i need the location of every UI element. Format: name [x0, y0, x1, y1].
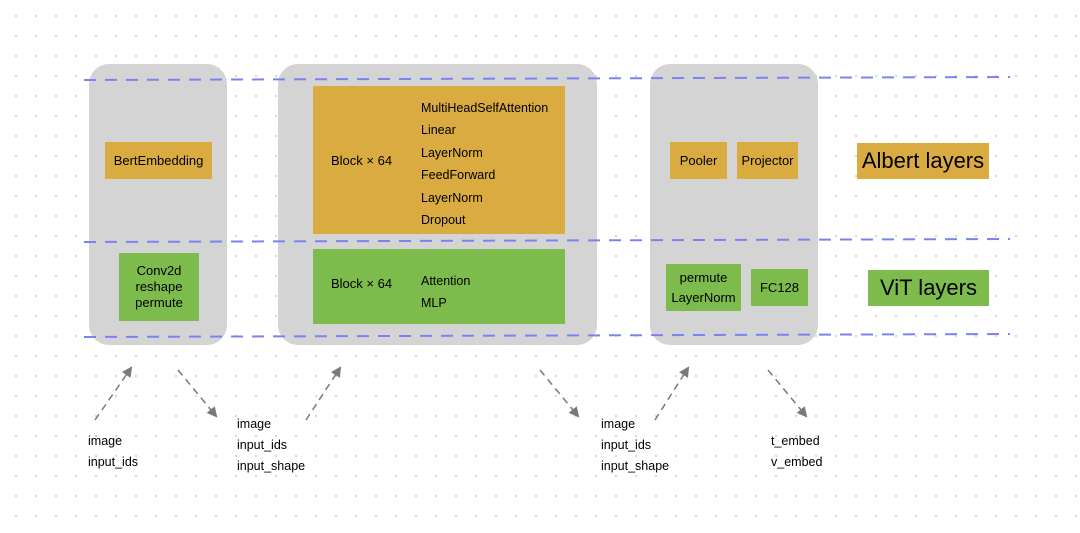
output-arrow-3 — [767, 369, 808, 418]
io-label: image — [88, 434, 123, 448]
fc128-box: FC128 — [751, 269, 808, 306]
albert-block-label: Block × 64 — [331, 153, 393, 168]
vit-embedding-box: Conv2d reshape permute — [119, 253, 199, 321]
albert-top-divider — [83, 76, 1011, 81]
output-arrow-2 — [539, 369, 580, 418]
albert-op: Dropout — [421, 212, 466, 227]
vit-head-op: permute — [679, 269, 728, 285]
albert-block-ops: MultiHeadSelfAttention Linear LayerNorm … — [421, 97, 548, 231]
io-label: input_ids — [88, 455, 139, 469]
input-arrow-3 — [654, 366, 690, 421]
vit-embedding-op: reshape — [135, 279, 183, 294]
albert-op: LayerNorm — [421, 145, 483, 160]
albert-vit-divider — [83, 238, 1011, 243]
io-label: image — [237, 417, 272, 431]
albert-layers-legend: Albert layers — [857, 143, 989, 179]
io-label: v_embed — [771, 455, 823, 469]
projector-box: Projector — [737, 142, 798, 179]
pooler-box: Pooler — [670, 142, 727, 179]
io-label: input_shape — [601, 459, 670, 473]
io-group-2: image input_ids input_shape — [237, 414, 305, 477]
vit-block-box — [313, 249, 565, 324]
io-label: input_shape — [237, 459, 306, 473]
pooler-label: Pooler — [679, 152, 718, 168]
projector-label: Projector — [741, 152, 794, 168]
fc128-label: FC128 — [759, 279, 800, 295]
vit-op: Attention — [421, 274, 471, 288]
vit-head-op: LayerNorm — [671, 289, 736, 305]
output-arrow-1 — [177, 369, 218, 418]
input-arrow-2 — [305, 366, 342, 421]
albert-op: FeedForward — [421, 168, 496, 183]
io-label: input_ids — [237, 438, 288, 452]
vit-block-ops: Attention MLP — [421, 270, 470, 315]
vit-block-label: Block × 64 — [331, 276, 393, 291]
vit-layers-legend: ViT layers — [868, 270, 989, 306]
io-label: t_embed — [771, 434, 820, 448]
albert-op: Linear — [421, 123, 456, 138]
vit-layers-legend-label: ViT layers — [879, 275, 977, 300]
vit-op: MLP — [421, 296, 447, 311]
vit-embedding-op: Conv2d — [136, 263, 182, 278]
io-group-1: image input_ids — [88, 431, 138, 473]
bert-embedding-label: BertEmbedding — [113, 152, 204, 168]
albert-layers-legend-label: Albert layers — [861, 148, 985, 173]
albert-op: LayerNorm — [421, 190, 483, 205]
albert-block-box — [313, 86, 565, 234]
albert-op: MultiHeadSelfAttention — [421, 101, 549, 115]
io-group-output: t_embed v_embed — [771, 431, 822, 473]
io-label: input_ids — [601, 438, 652, 452]
io-group-3: image input_ids input_shape — [601, 414, 669, 477]
io-label: image — [601, 417, 636, 431]
vit-embedding-op: permute — [135, 295, 183, 310]
vit-head-box: permute LayerNorm — [666, 264, 741, 311]
vit-bottom-divider — [83, 333, 1011, 338]
bert-embedding-box: BertEmbedding — [105, 142, 212, 179]
input-arrow-1 — [94, 366, 133, 421]
